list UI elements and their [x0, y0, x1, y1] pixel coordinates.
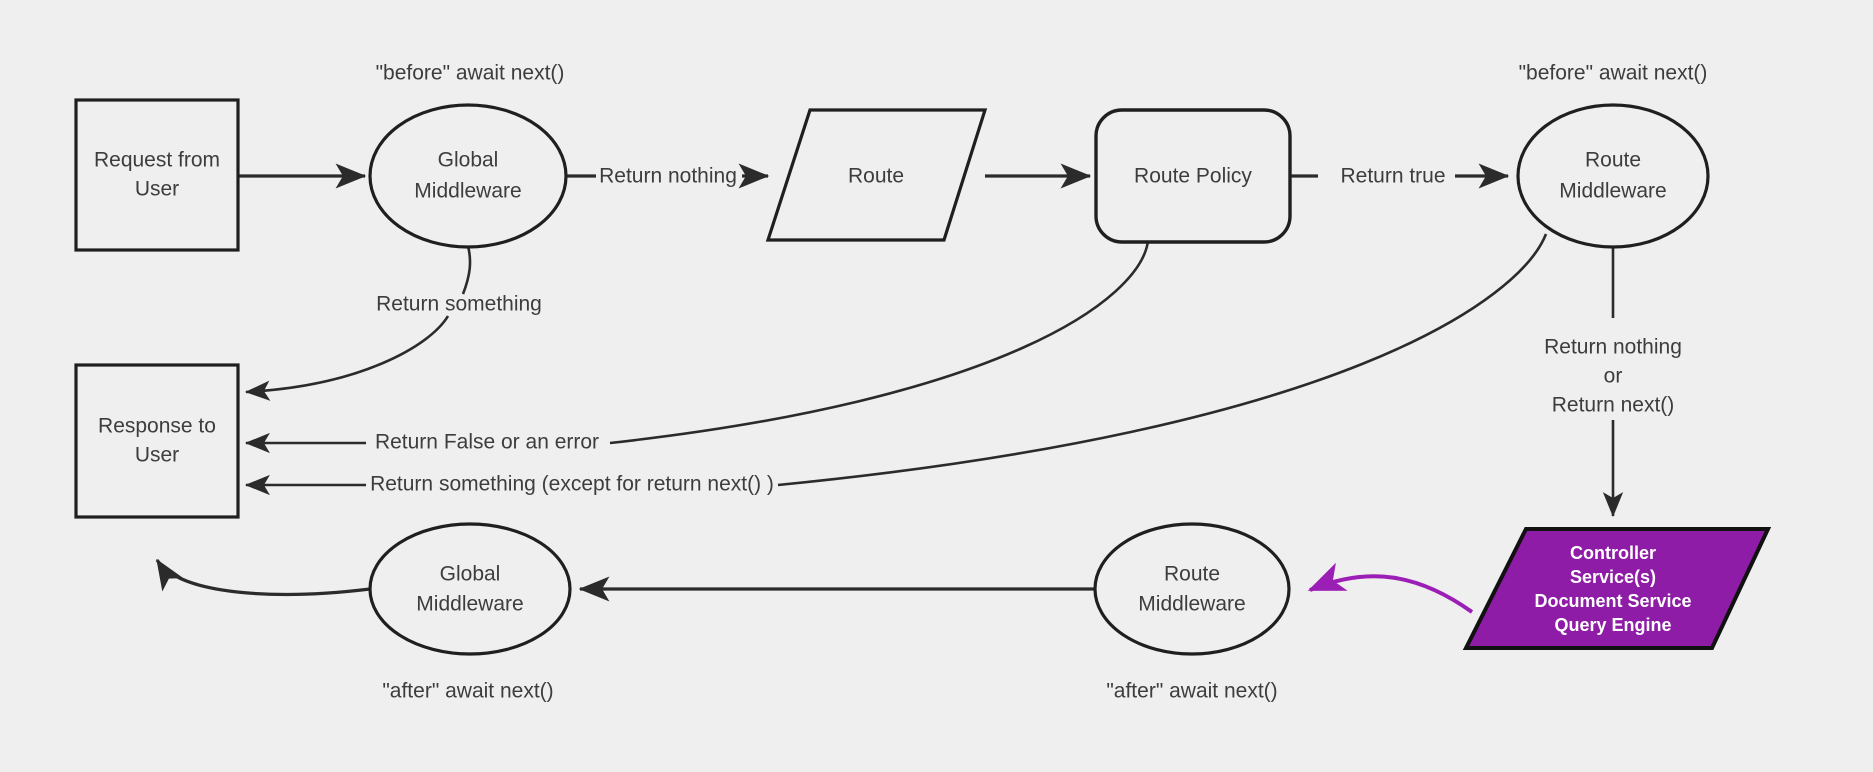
node-route-middleware-before[interactable]: Route Middleware	[1516, 103, 1710, 249]
node-controller-label-line4: Query Engine	[1554, 615, 1671, 635]
node-request-label-line2: User	[135, 178, 179, 201]
edge-label-return-false-or-error: Return False or an error	[375, 431, 599, 454]
node-response-label-line1: Response to	[98, 415, 216, 438]
edge-controller-to-route-middleware-after	[1307, 562, 1474, 614]
edge-label-return-nothing-or-next-line1: Return nothing	[1544, 336, 1682, 359]
edge-route-middleware-to-controller: Return nothing or Return next()	[1544, 246, 1682, 518]
node-request-from-user[interactable]: Request from User	[74, 98, 240, 252]
edge-global-middleware-to-route: Return nothing	[565, 163, 770, 189]
annotation-before-route-middleware: "before" await next()	[1519, 62, 1708, 85]
annotation-after-route-middleware: "after" await next()	[1106, 680, 1277, 703]
annotation-before-global-middleware: "before" await next()	[376, 62, 565, 85]
node-route-policy-label: Route Policy	[1134, 165, 1252, 188]
edge-route-middleware-to-response: Return something (except for return next…	[244, 233, 1548, 496]
node-route-label: Route	[848, 165, 904, 188]
edge-label-return-true: Return true	[1340, 165, 1445, 188]
edge-label-return-nothing-or-next-line3: Return next()	[1552, 394, 1675, 417]
node-controller-label-line1: Controller	[1570, 543, 1656, 563]
edge-global-middleware-after-to-response	[155, 558, 371, 596]
annotation-after-global-middleware: "after" await next()	[382, 680, 553, 703]
node-request-label-line1: Request from	[94, 149, 220, 172]
node-controller-services[interactable]: Controller Service(s) Document Service Q…	[1462, 527, 1772, 650]
node-global-middleware-after[interactable]: Global Middleware	[368, 522, 572, 656]
edge-label-return-something-except-next: Return something (except for return next…	[370, 473, 774, 496]
node-global-middleware-after-label-line2: Middleware	[416, 593, 523, 616]
edge-label-return-nothing: Return nothing	[599, 165, 737, 188]
node-route-middleware-after-label-line1: Route	[1164, 563, 1220, 586]
edge-label-return-nothing-or-next-line2: or	[1604, 365, 1623, 388]
node-controller-label-line2: Service(s)	[1570, 567, 1656, 587]
node-route-middleware-after[interactable]: Route Middleware	[1093, 522, 1291, 656]
node-controller-label-line3: Document Service	[1534, 591, 1691, 611]
node-route-policy[interactable]: Route Policy	[1094, 108, 1292, 244]
node-route[interactable]: Route	[765, 108, 988, 242]
node-global-middleware-after-label-line1: Global	[440, 563, 501, 586]
edge-route-policy-to-response: Return False or an error	[244, 240, 1150, 454]
edge-global-middleware-to-response: Return something	[244, 245, 542, 401]
node-global-middleware-before-label-line2: Middleware	[414, 180, 521, 203]
node-response-label-line2: User	[135, 444, 179, 467]
node-global-middleware-before[interactable]: Global Middleware	[368, 103, 568, 249]
node-route-middleware-after-label-line2: Middleware	[1138, 593, 1245, 616]
node-response-to-user[interactable]: Response to User	[74, 363, 240, 519]
node-global-middleware-before-label-line1: Global	[438, 149, 499, 172]
node-route-middleware-before-label-line1: Route	[1585, 149, 1641, 172]
node-route-middleware-before-label-line2: Middleware	[1559, 180, 1666, 203]
edge-route-policy-to-route-middleware: Return true	[1290, 163, 1510, 189]
edge-label-return-something: Return something	[376, 293, 542, 316]
